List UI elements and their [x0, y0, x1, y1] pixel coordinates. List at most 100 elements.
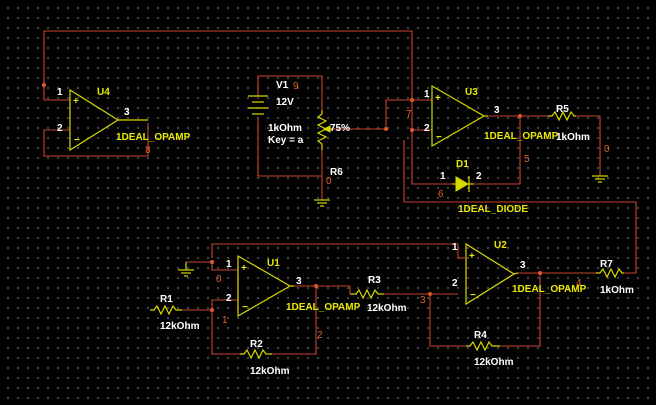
u2-pin2: 2: [452, 278, 458, 289]
resistor-r7[interactable]: R7 1kOhm 4: [576, 259, 634, 296]
r1-ref: R1: [160, 294, 173, 305]
wiper-arrow-icon: [322, 125, 331, 133]
r3-ref: R3: [368, 275, 381, 286]
wire-u2-pin1[interactable]: [211, 243, 459, 258]
opamp-body-icon: [431, 84, 486, 148]
opamp-u1[interactable]: + − 1 2 3 U1 1DEAL_OPAMP 0: [178, 254, 361, 318]
r4-value: 12kOhm: [474, 357, 514, 368]
diode-triangle-icon: [455, 176, 469, 192]
wire-v1-bottom[interactable]: [257, 118, 322, 177]
potentiometer-zigzag-icon: [316, 110, 328, 150]
u1-pin1: 1: [226, 259, 232, 270]
wire-diode-right[interactable]: [474, 116, 521, 185]
opamp-u4[interactable]: + − 1 2 3 U4 1DEAL_OPAMP 8: [57, 87, 191, 156]
wire-u2-r4[interactable]: [500, 273, 541, 347]
r5-net: 0: [604, 144, 610, 155]
d1-pin2: 2: [476, 171, 482, 182]
opamp-plus-sign: +: [73, 96, 79, 107]
u1-pin3: 3: [296, 276, 302, 287]
r5-value: 1kOhm: [556, 132, 590, 143]
wire-diode-loop[interactable]: [411, 130, 452, 185]
resistor-zigzag-icon: [466, 340, 500, 352]
u4-pin1: 1: [57, 87, 63, 98]
wire-top-loop[interactable]: [43, 30, 432, 101]
u2-model: 1DEAL_OPAMP: [512, 284, 587, 295]
battery-v1[interactable]: V1 9 12V: [248, 80, 299, 115]
u4-model: 1DEAL_OPAMP: [116, 132, 191, 143]
u1-model: 1DEAL_OPAMP: [286, 302, 361, 313]
u4-net: 8: [145, 145, 151, 156]
u4-pin2: 2: [57, 123, 63, 134]
r6-percent: 75%: [330, 123, 350, 134]
d1-ref: D1: [456, 159, 469, 170]
junctions: [42, 83, 542, 312]
junction-dot: [410, 98, 414, 102]
u3-pin3: 3: [494, 105, 500, 116]
d1-net-a: 6: [438, 189, 444, 200]
wire-to-r7[interactable]: [403, 140, 637, 274]
junction-dot: [518, 114, 522, 118]
u3-ref: U3: [465, 87, 478, 98]
junction-dot: [410, 128, 414, 132]
u3-model: 1DEAL_OPAMP: [484, 131, 559, 142]
d1-model: 1DEAL_DIODE: [458, 204, 528, 215]
opamp-lead: [513, 272, 519, 275]
d1-net-b: 5: [524, 154, 530, 165]
opamp-minus-sign: −: [436, 132, 442, 143]
u2-pin3: 3: [520, 260, 526, 271]
r7-value: 1kOhm: [600, 285, 634, 296]
opamp-plus-sign: +: [241, 263, 247, 274]
diode-d1[interactable]: D1 1 2 6 5 1DEAL_DIODE: [438, 154, 530, 215]
r2-ref: R2: [250, 339, 263, 350]
resistor-zigzag-icon: [548, 110, 576, 122]
wire-r5-gnd[interactable]: [576, 115, 601, 176]
d1-pin1: 1: [440, 171, 446, 182]
opamp-u3[interactable]: + − 1 2 3 U3 1DEAL_OPAMP 7: [406, 84, 559, 148]
opamp-body-icon: [237, 254, 292, 318]
wire-u1-pin1[interactable]: [186, 261, 238, 271]
wire-wiper-u3[interactable]: [332, 99, 412, 130]
r3-net: 3: [420, 295, 426, 306]
junction-dot: [314, 284, 318, 288]
v1-ref: V1: [276, 80, 289, 91]
r3-value: 12kOhm: [367, 303, 407, 314]
wire-r2-left[interactable]: [211, 310, 240, 355]
wire-v1-top[interactable]: [257, 75, 323, 110]
opamp-body-icon: [465, 242, 516, 306]
junction-dot: [384, 127, 388, 131]
opamp-minus-sign: −: [74, 135, 80, 146]
resistor-r4[interactable]: R4 12kOhm: [466, 330, 514, 368]
r7-ref: R7: [600, 259, 613, 270]
junction-dot: [210, 308, 214, 312]
v1-net: 9: [293, 81, 299, 92]
opamp-minus-sign: −: [470, 290, 476, 301]
r6-key: Key = a: [268, 135, 304, 146]
wire-r1-u1[interactable]: [182, 299, 238, 311]
r1-net: 1: [222, 315, 228, 326]
resistor-r1[interactable]: R1 12kOhm 1: [150, 294, 228, 332]
v1-value: 12V: [276, 97, 294, 108]
resistor-r5[interactable]: R5 1kOhm 0: [548, 104, 610, 183]
opamp-minus-sign: −: [242, 302, 248, 313]
resistor-zigzag-icon: [350, 288, 384, 300]
wire-r4-left[interactable]: [429, 293, 466, 347]
r4-ref: R4: [474, 330, 487, 341]
resistor-zigzag-icon: [150, 304, 182, 316]
wire-u1-out-down[interactable]: [272, 286, 317, 355]
u3-pin1: 1: [424, 89, 430, 100]
resistor-r2[interactable]: R2 12kOhm 2: [240, 330, 323, 377]
resistor-zigzag-icon: [596, 267, 624, 279]
u1-gnd-net: 0: [216, 274, 222, 285]
wire-u4-feedback[interactable]: [43, 123, 149, 157]
potentiometer-r6[interactable]: 1kOhm Key = a 75% 0 R6: [268, 110, 350, 207]
resistor-r3[interactable]: R3 12kOhm 3: [349, 275, 426, 314]
u2-ref: U2: [494, 240, 507, 251]
u1-pin2: 2: [226, 293, 232, 304]
opamp-plus-sign: +: [469, 251, 475, 262]
junction-dot: [538, 271, 542, 275]
opamp-u2[interactable]: + − 1 2 3 U2 1DEAL_OPAMP: [452, 240, 587, 306]
opamp-plus-sign: +: [435, 93, 441, 104]
r2-net: 2: [317, 330, 323, 341]
